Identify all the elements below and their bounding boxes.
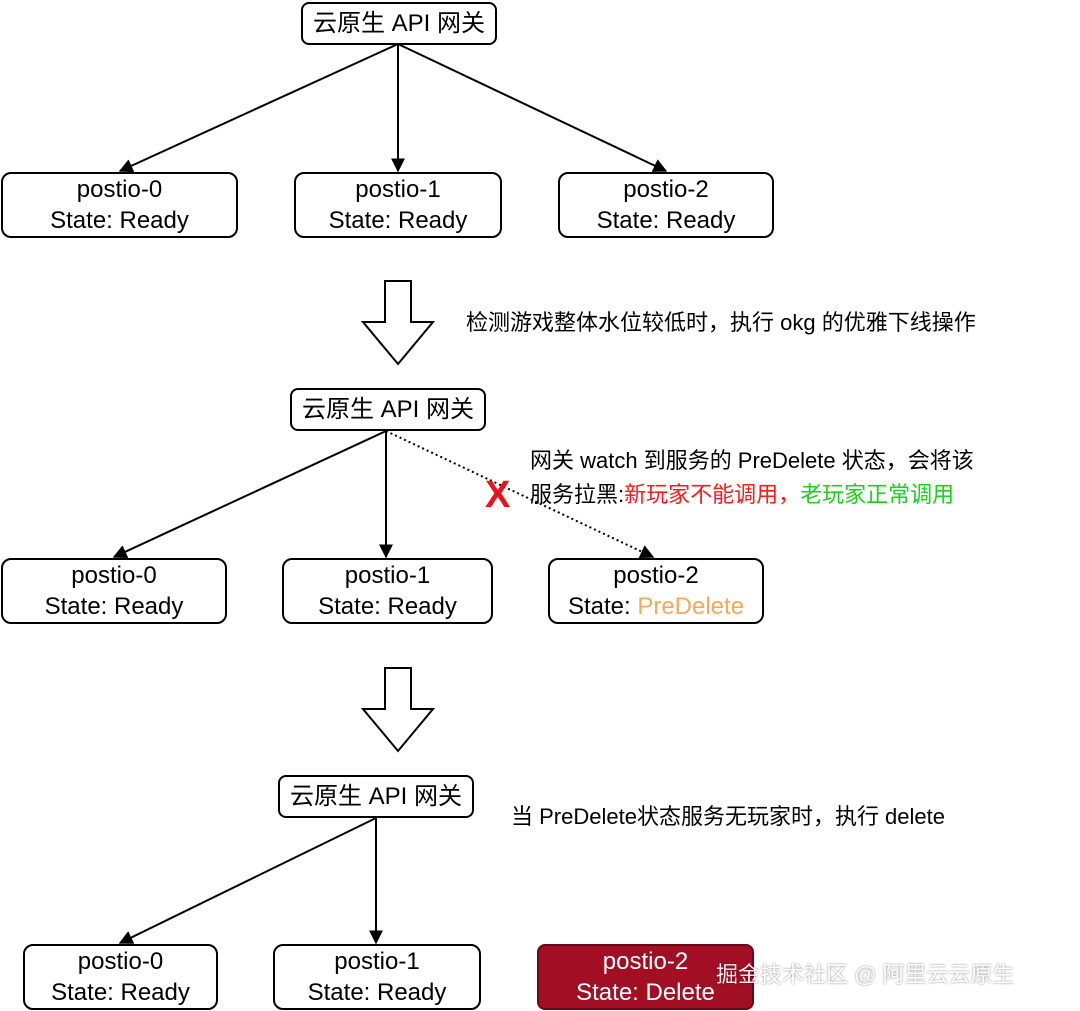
gateway-node-stage2: 云原生 API 网关 (290, 388, 486, 431)
transition-arrow-2 (360, 667, 436, 753)
pod-node-postio-1-stage3: postio-1 State: Ready (273, 944, 481, 1010)
pod-name: postio-2 (613, 562, 699, 589)
new-players-text: 新玩家不能调用， (624, 482, 801, 507)
transition-arrow-1 (360, 280, 436, 366)
pod-state: State: Ready (51, 979, 190, 1006)
pod-name: postio-0 (76, 176, 163, 203)
blocked-x-icon: X (485, 474, 511, 516)
pod-node-postio-2-deleted: postio-2 State: Delete (537, 944, 754, 1010)
pod-node-postio-0-stage2: postio-0 State: Ready (1, 558, 227, 624)
edge-gw3-pod0 (118, 817, 377, 944)
predelete-state: PreDelete (637, 593, 745, 620)
pod-node-postio-2-stage1: postio-2 State: Ready (558, 172, 774, 238)
stage2-note: 网关 watch 到服务的 PreDelete 状态，会将该 服务拉黑:新玩家不… (530, 444, 974, 512)
gateway-label: 云原生 API 网关 (312, 10, 486, 37)
gateway-node-stage3: 云原生 API 网关 (278, 775, 474, 818)
pod-state: State: Delete (576, 979, 715, 1006)
pod-state: State: Ready (50, 207, 189, 234)
pod-node-postio-1-stage2: postio-1 State: Ready (282, 558, 493, 624)
pod-node-postio-0-stage3: postio-0 State: Ready (23, 944, 218, 1010)
edge-gw1-pod2 (397, 43, 668, 172)
pod-state: State: Ready (318, 593, 457, 620)
gateway-label: 云原生 API 网关 (301, 396, 475, 423)
edge-gw2-pod2-blocked (385, 430, 655, 558)
pod-state: State: Ready (596, 207, 736, 234)
stage3-note: 当 PreDelete状态服务无玩家时，执行 delete (511, 804, 945, 829)
stage2-note-line1: 网关 watch 到服务的 PreDelete 状态，会将该 (530, 448, 974, 473)
pod-state: State: Ready (307, 979, 447, 1006)
pod-node-postio-1-stage1: postio-1 State: Ready (294, 172, 502, 238)
pod-name: postio-1 (355, 176, 441, 203)
pod-node-postio-2-stage2: postio-2 State: PreDelete (548, 558, 764, 624)
pod-state: State: Ready (44, 593, 184, 620)
pod-node-postio-0-stage1: postio-0 State: Ready (1, 172, 238, 238)
pod-name: postio-2 (602, 948, 689, 975)
pod-name: postio-0 (71, 562, 157, 589)
edge-gw2-pod0 (112, 430, 387, 559)
edge-gw1-pod0 (118, 43, 399, 173)
old-players-text: 老玩家正常调用 (800, 482, 955, 507)
gateway-node-stage1: 云原生 API 网关 (301, 2, 497, 45)
pod-name: postio-1 (344, 562, 431, 589)
watermark: 掘金技术社区 @ 阿里云云原生 (716, 962, 1015, 987)
pod-name: postio-1 (334, 948, 420, 975)
pod-state: State: PreDelete (567, 593, 745, 620)
step1-note: 检测游戏整体水位较低时，执行 okg 的优雅下线操作 (466, 310, 976, 335)
pod-state: State: Ready (328, 207, 468, 234)
pod-name: postio-2 (623, 176, 709, 203)
pod-name: postio-0 (77, 948, 164, 975)
gateway-label: 云原生 API 网关 (289, 783, 463, 810)
stage2-note-line2: 服务拉黑:新玩家不能调用，老玩家正常调用 (530, 482, 955, 507)
